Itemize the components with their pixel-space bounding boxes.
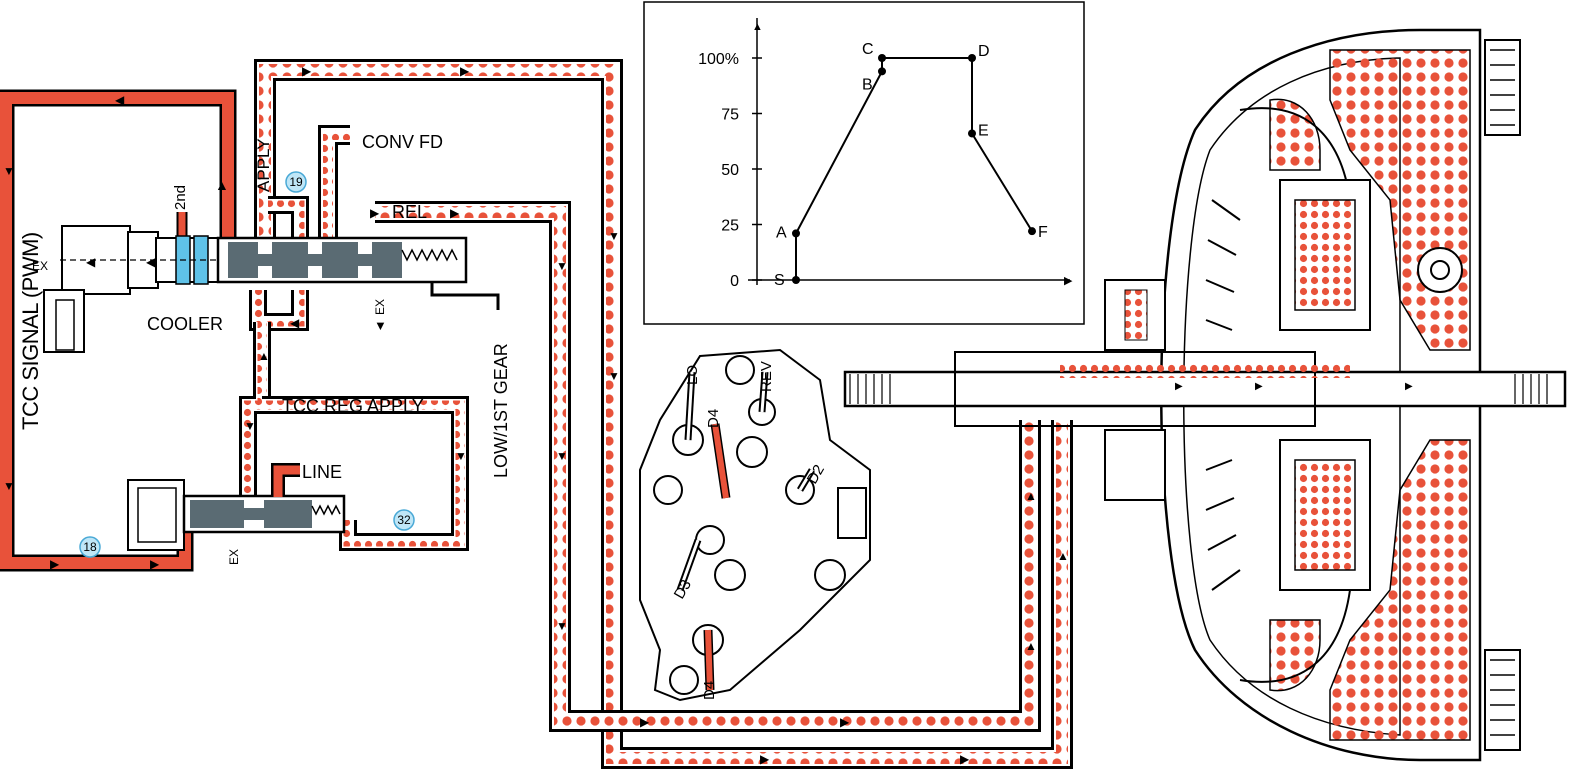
flow-arrow: ▼	[556, 449, 568, 463]
tcc-regulator-valve: EX	[127, 479, 346, 565]
line-pressure-feed	[271, 463, 300, 497]
flow-arrow: ▼	[556, 619, 568, 633]
flow-arrow: ▼	[3, 164, 15, 178]
rel-label: REL	[392, 202, 427, 222]
flow-arrow: ▶	[460, 64, 470, 78]
flow-arrow: ◀	[115, 93, 125, 107]
tcc-apply-valve: ▼ EX	[216, 236, 468, 333]
y-tick-label: 75	[721, 107, 739, 124]
flow-arrow: ▶	[150, 557, 160, 571]
orifice-19-badge: 19	[285, 171, 307, 193]
low-1st-gear-label: LOW/1ST GEAR	[491, 343, 511, 478]
y-axis-arrow: ▲	[752, 21, 763, 33]
chart-point-label-f: F	[1038, 224, 1048, 241]
upper-dotted-circuits: ▶ ▶ ▼ ▼ ▼ ▼ ▼ ▶ ▶ ▶ ▶ ▲ ▲ ▲ ▼ ▲ ▼ ▶ ▶ ◀	[239, 59, 1073, 769]
orifice-32-number: 32	[397, 513, 411, 527]
chart-point-b	[878, 67, 886, 76]
flow-arrow: ▼	[455, 449, 467, 463]
y-tick-label: 100%	[698, 51, 739, 68]
second-gear-label: 2nd	[172, 185, 189, 210]
flow-arrow: ▶	[840, 715, 850, 729]
chart-point-label-a: A	[776, 224, 787, 241]
orifice-18-badge: 18	[79, 536, 101, 558]
apply-label: APPLY	[254, 138, 273, 192]
flow-arrow: ▼	[374, 318, 387, 333]
flow-arrow: ▲	[1025, 489, 1037, 503]
chart-point-c	[878, 54, 886, 62]
orifice-18-number: 18	[83, 540, 97, 554]
flow-arrow: ▼	[556, 259, 568, 273]
flow-arrow: ▶	[1255, 381, 1263, 392]
chart-point-label-e: E	[978, 122, 989, 139]
flow-arrow: ▶	[302, 64, 312, 78]
flow-arrow: ▶	[640, 715, 650, 729]
solenoid-exhaust-label: EX	[32, 259, 48, 273]
conv-fd-label: CONV FD	[362, 132, 443, 152]
apply-pressure-chart: ▲ ▶ 0 25 50 75 100% S A B C D E F	[643, 1, 1085, 325]
tcc-reg-apply-label: TCC REG APPLY	[282, 396, 424, 416]
switch-rev-label: REV	[758, 361, 775, 392]
orifice-32-badge: 32	[393, 509, 415, 531]
y-tick-label: 25	[721, 218, 739, 235]
flow-arrow: ▶	[960, 752, 970, 766]
chart-point-a	[792, 229, 800, 238]
flow-arrow: ▲	[258, 349, 270, 363]
valve-exhaust-label: EX	[373, 299, 387, 315]
flow-arrow: ▼	[244, 419, 256, 433]
flow-arrow: ◀	[146, 255, 156, 269]
chart-point-f	[1028, 227, 1036, 236]
pressure-switch-assembly: LO REV D4 D2 D3 D4	[639, 348, 871, 702]
flow-arrow: ◀	[290, 316, 300, 330]
orifice-19-number: 19	[289, 175, 303, 189]
chart-point-label-s: S	[774, 272, 785, 289]
x-axis-arrow: ▶	[1064, 275, 1073, 287]
flow-arrow: ▲	[215, 177, 229, 193]
tcc-signal-label: TCC SIGNAL (PWM)	[18, 232, 43, 430]
flow-arrow: ▶	[370, 206, 380, 220]
flow-arrow: ▶	[1405, 381, 1413, 392]
y-tick-label: 50	[721, 162, 739, 179]
flow-arrow: ▶	[760, 752, 770, 766]
chart-point-d	[968, 54, 976, 62]
flow-arrow: ▲	[1057, 549, 1069, 563]
chart-point-label-c: C	[862, 41, 874, 58]
torque-converter: ▶ ▶ ▶	[843, 28, 1567, 762]
flow-arrow: ▶	[1175, 381, 1183, 392]
flow-arrow: ◀	[86, 255, 96, 269]
chart-point-label-b: B	[862, 76, 873, 93]
flow-arrow: ▼	[608, 229, 620, 243]
chart-point-label-d: D	[978, 43, 990, 60]
y-tick-label: 0	[730, 273, 739, 290]
tcc-pwm-solenoid: ◀ ◀ EX	[32, 225, 225, 353]
switch-lo-label: LO	[684, 365, 701, 385]
regulator-exhaust-label: EX	[227, 549, 241, 565]
flow-arrow: ▶	[50, 557, 60, 571]
flow-arrow: ▲	[1025, 639, 1037, 653]
flow-arrow: ▼	[608, 369, 620, 383]
cooler-label: COOLER	[147, 314, 223, 334]
chart-point-e	[968, 129, 976, 138]
flow-arrow: ▼	[3, 479, 15, 493]
switch-d4-bottom-label: D4	[701, 681, 718, 700]
flow-arrow: ▶	[450, 206, 460, 220]
chart-point-s	[792, 276, 800, 284]
switch-d4-top-label: D4	[705, 409, 722, 428]
line-label: LINE	[302, 462, 342, 482]
